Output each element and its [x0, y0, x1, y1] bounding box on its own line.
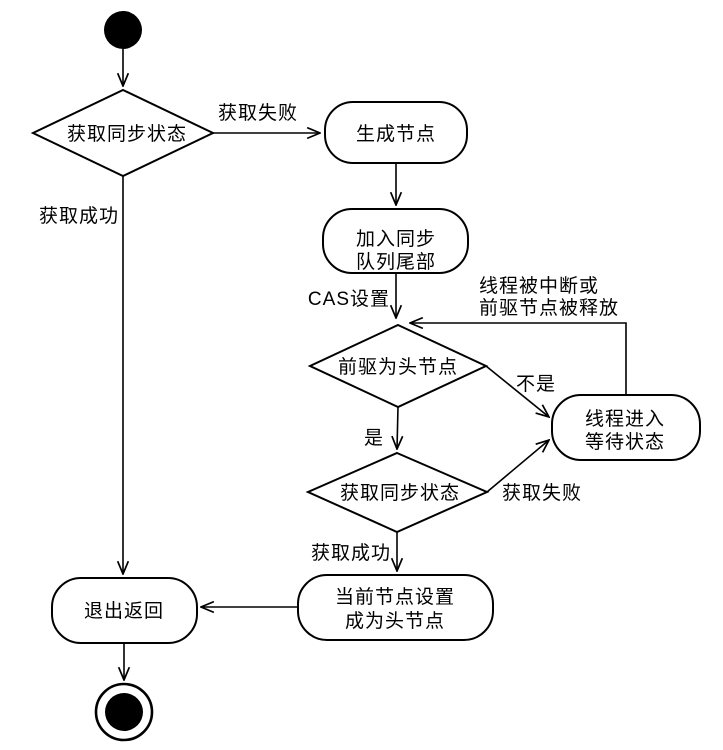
label-acquire-fail-top: 获取失败	[218, 102, 298, 124]
decision2-label: 前驱为头节点	[338, 356, 458, 378]
label-acquire-success-mid: 获取成功	[311, 542, 391, 564]
label-acquire-fail-mid: 获取失败	[502, 482, 582, 504]
end-node	[94, 682, 154, 742]
decision3-diamond	[305, 451, 490, 534]
thread-wait-label-line2: 等待状态	[585, 431, 665, 453]
set-head-shape	[297, 574, 494, 641]
label-acquire-success-left: 获取成功	[39, 205, 119, 227]
decision-predecessor-is-head: 前驱为头节点	[307, 323, 489, 409]
edge-decision2-to-wait	[485, 365, 549, 417]
action-generate-node: 生成节点	[324, 101, 468, 164]
action-exit-return: 退出返回	[51, 577, 198, 644]
decision1-label: 获取同步状态	[67, 123, 187, 145]
decision-acquire-sync-state-2: 获取同步状态	[305, 451, 490, 534]
exit-return-shape	[51, 577, 198, 644]
label-interrupted-line2: 前驱节点被释放	[479, 297, 619, 319]
decision1-diamond	[30, 88, 216, 178]
edge-wait-feedback-to-decision2	[410, 323, 627, 394]
decision2-diamond	[307, 323, 489, 409]
edge-decision2-to-decision3	[397, 406, 398, 449]
action-enqueue-sync-queue-tail: 加入同步 队列尾部	[322, 208, 469, 274]
action-thread-enter-wait-state: 线程进入 等待状态	[551, 394, 701, 461]
start-circle	[104, 11, 142, 49]
thread-wait-shape	[551, 394, 701, 461]
action-set-current-node-as-head: 当前节点设置 成为头节点	[297, 574, 494, 641]
enqueue-label-line1: 加入同步	[356, 228, 436, 250]
label-not-head: 不是	[516, 374, 556, 395]
thread-wait-label-line1: 线程进入	[585, 408, 665, 430]
set-head-label-line1: 当前节点设置	[335, 586, 455, 608]
label-cas-set: CAS设置	[308, 288, 390, 310]
end-inner-circle	[105, 693, 143, 731]
label-is-head: 是	[364, 428, 384, 449]
enqueue-label-line2: 队列尾部	[356, 251, 436, 273]
generate-node-label: 生成节点	[356, 123, 436, 145]
start-node	[104, 11, 142, 49]
decision3-label: 获取同步状态	[340, 482, 460, 504]
enqueue-shape	[322, 208, 469, 274]
generate-node-shape	[324, 101, 468, 164]
set-head-label-line2: 成为头节点	[345, 610, 445, 632]
decision-acquire-sync-state-1: 获取同步状态	[30, 88, 216, 178]
label-interrupted-line1: 线程被中断或	[479, 275, 599, 297]
edge-decision3-to-wait	[486, 440, 549, 493]
exit-return-label: 退出返回	[84, 600, 164, 622]
